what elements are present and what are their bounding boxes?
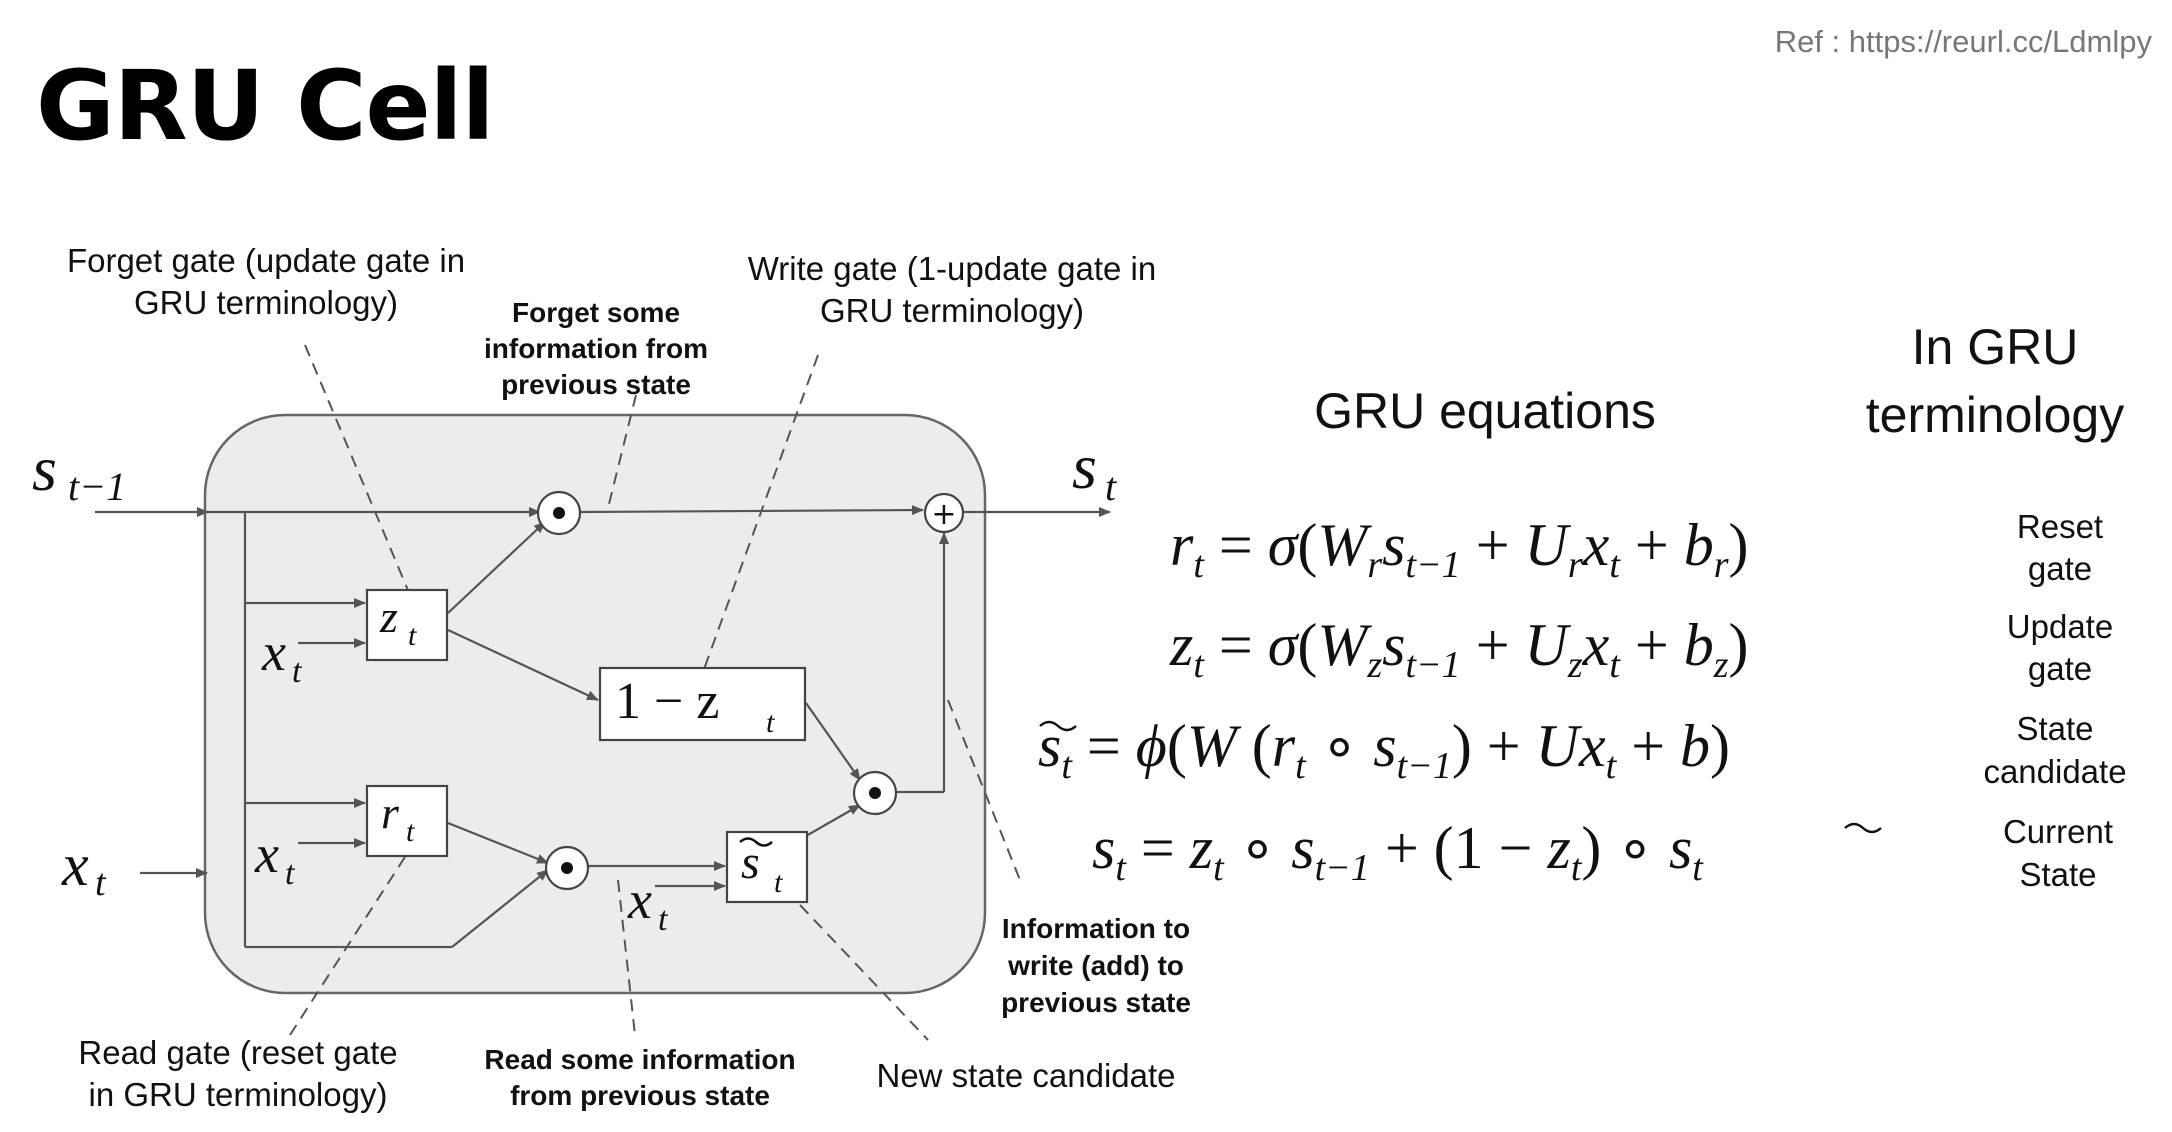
term-candidate-line-2: candidate <box>1983 753 2126 790</box>
svg-text:x: x <box>261 622 286 682</box>
reset-gate-sub: t <box>406 815 415 848</box>
candidate-symbol: s <box>741 836 760 889</box>
svg-text:s: s <box>1072 431 1097 502</box>
one-minus-z-box: 1 − z t <box>598 666 807 742</box>
svg-text:x: x <box>61 832 89 898</box>
equation-current-state: st = zt ∘ st−1 + (1 − zt) ∘ st <box>1092 815 1882 889</box>
pointwise-multiply-write <box>852 770 898 816</box>
pointwise-multiply-forget <box>536 490 582 536</box>
write-gate-annotation-line-2: GRU terminology) <box>820 292 1084 329</box>
update-gate-symbol: z <box>379 591 398 642</box>
update-gate-input-x: x t <box>261 622 303 690</box>
svg-text:t: t <box>292 653 303 690</box>
forget-gate-annotation-line-1: Forget gate (update gate in <box>67 242 465 279</box>
svg-text:+: + <box>931 497 956 532</box>
gru-cell-box <box>203 413 987 995</box>
terminology-header-line-1: In GRU <box>1912 319 2079 375</box>
equation-state-candidate: st = ϕ(W (rt ∘ st−1) + Uxt + b) <box>1038 713 1730 787</box>
write-info-annotation-line-3: previous state <box>1001 987 1191 1018</box>
annotation-leaders <box>289 344 1023 1041</box>
term-candidate-line-1: State <box>2016 710 2093 747</box>
svg-text:t: t <box>658 901 669 938</box>
forget-info-annotation-line-1: Forget some <box>512 297 680 328</box>
equation-reset-gate: rt = σ(Wrst−1 + Urxt + br) <box>1170 512 1749 586</box>
svg-text:t: t <box>95 862 107 904</box>
terminology-header-line-2: terminology <box>1866 387 2124 443</box>
write-info-annotation-line-1: Information to <box>1002 913 1190 944</box>
forget-gate-annotation-line-2: GRU terminology) <box>134 284 398 321</box>
equation-update-gate: zt = σ(Wzst−1 + Uzxt + bz) <box>1169 612 1749 686</box>
update-gate-box: z t <box>365 588 449 662</box>
prev-state-label: s t−1 <box>32 433 126 509</box>
one-minus-z-sub: t <box>766 706 775 739</box>
read-gate-annotation-line-1: Read gate (reset gate <box>78 1034 397 1071</box>
pointwise-multiply-read <box>544 845 590 891</box>
svg-text:x: x <box>627 870 652 930</box>
forget-info-annotation-line-3: previous state <box>501 369 691 400</box>
svg-text:t−1: t−1 <box>68 464 126 509</box>
input-x-label: x t <box>61 832 107 904</box>
update-gate-sub: t <box>408 619 417 652</box>
write-gate-annotation-line-1: Write gate (1-update gate in <box>748 250 1156 287</box>
candidate-sub: t <box>774 866 783 899</box>
write-info-annotation-line-2: write (add) to <box>1007 950 1184 981</box>
output-state-label: s t <box>1072 431 1117 509</box>
term-reset-line-2: gate <box>2028 550 2092 587</box>
reset-gate-box: r t <box>365 784 449 858</box>
reset-gate-input-x: x t <box>254 824 296 892</box>
svg-text:x: x <box>254 824 279 884</box>
forget-info-annotation-line-2: information from <box>484 333 708 364</box>
term-update-line-1: Update <box>2007 608 2113 645</box>
svg-text:st = zt ∘ st−1 + (1 − zt) ∘: st = zt ∘ st−1 + (1 − zt) ∘ st <box>1092 815 1704 889</box>
svg-text:t: t <box>1105 464 1117 509</box>
svg-text:t: t <box>285 855 296 892</box>
term-current-line-2: State <box>2019 856 2096 893</box>
candidate-input-x: x t <box>627 870 669 938</box>
reset-gate-symbol: r <box>381 787 400 838</box>
candidate-box: s t <box>725 830 809 904</box>
page-title: GRU Cell <box>36 50 494 162</box>
svg-text:st = ϕ(W (rt ∘ st−1) + Uxt +: st = ϕ(W (rt ∘ st−1) + Uxt + b) <box>1038 713 1730 787</box>
one-minus-z-label: 1 − z <box>615 673 719 730</box>
term-reset-line-1: Reset <box>2017 508 2103 545</box>
term-update-line-2: gate <box>2028 650 2092 687</box>
read-info-annotation-line-1: Read some information <box>484 1044 795 1075</box>
equations-header: GRU equations <box>1314 383 1656 439</box>
signal-lines <box>95 505 1111 949</box>
read-gate-annotation-line-2: in GRU terminology) <box>89 1076 388 1113</box>
reference-link[interactable]: Ref : https://reurl.cc/Ldmlpy <box>1774 24 2152 59</box>
pointwise-add-node: + <box>923 492 965 534</box>
read-info-annotation-line-2: from previous state <box>510 1080 770 1111</box>
term-current-line-1: Current <box>2003 813 2113 850</box>
new-candidate-annotation: New state candidate <box>876 1057 1175 1094</box>
svg-text:s: s <box>32 433 57 504</box>
